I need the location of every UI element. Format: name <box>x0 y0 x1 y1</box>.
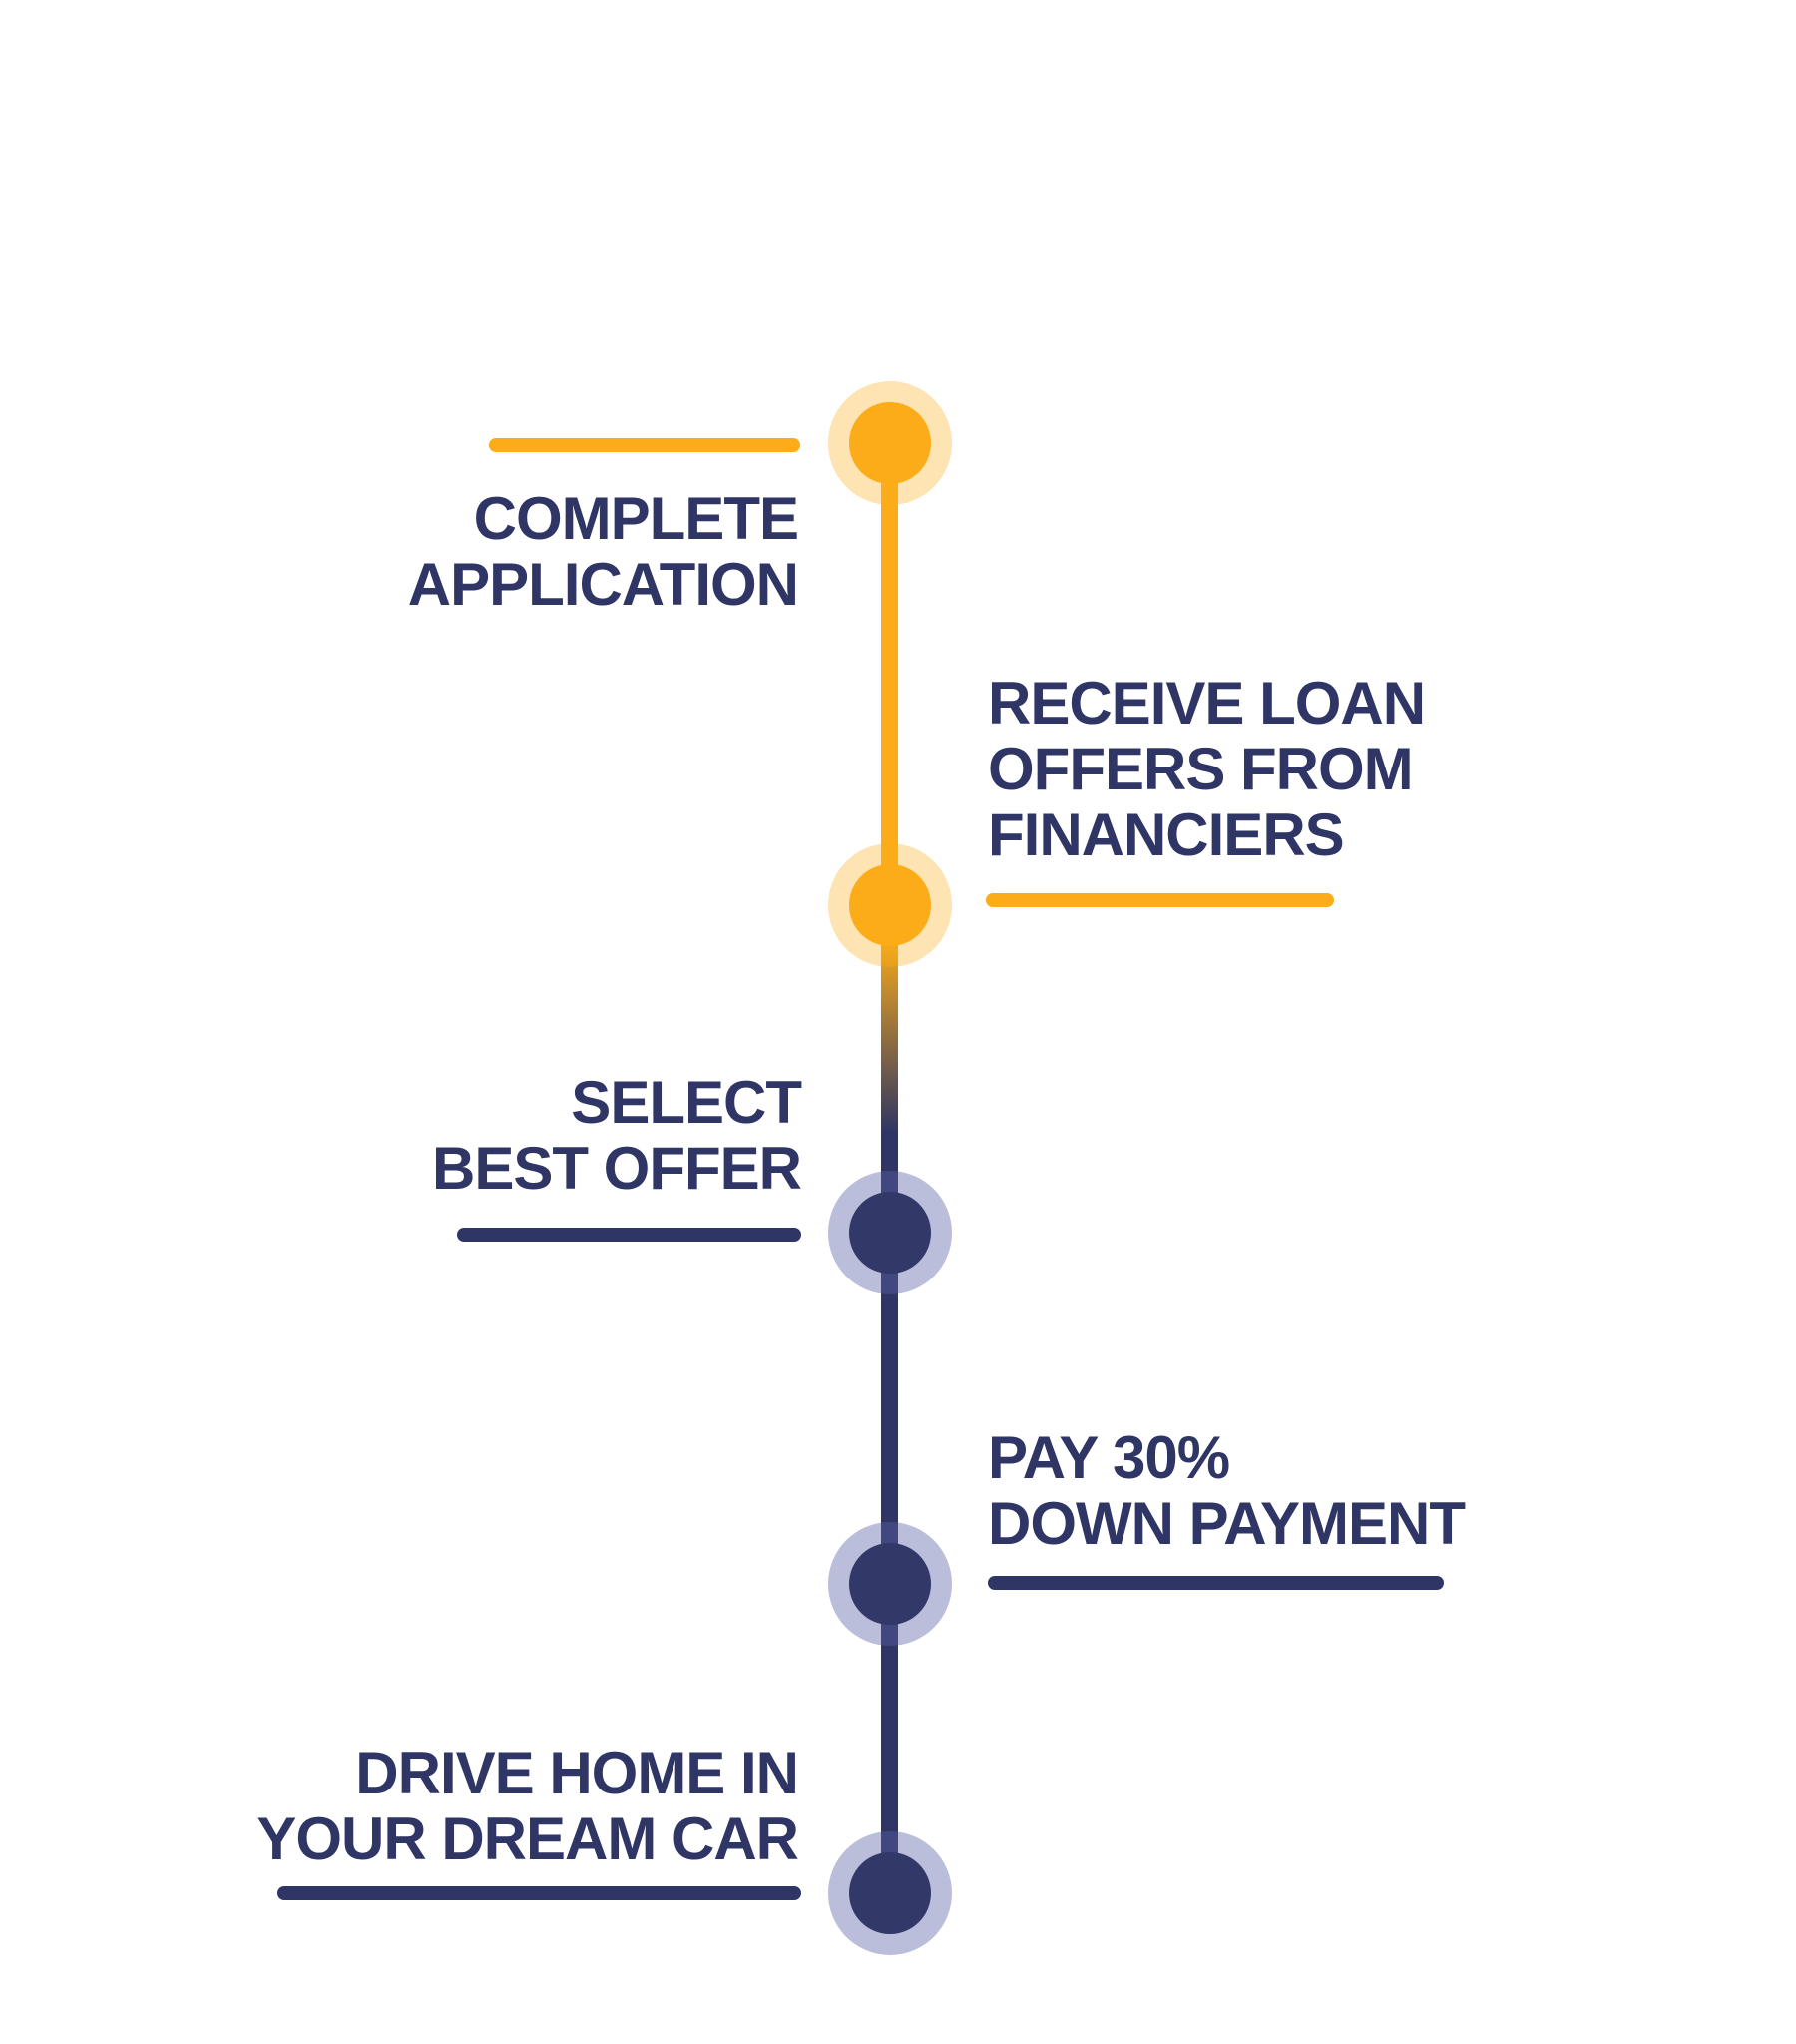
step-4-label: PAY 30% DOWN PAYMENT <box>988 1424 1466 1557</box>
step-3-label-line-1: SELECT <box>571 1069 802 1136</box>
step-2-label-line-2: OFFERS FROM <box>988 736 1414 802</box>
timeline-track <box>881 443 898 1893</box>
step-2-label-line-3: FINANCIERS <box>988 801 1345 868</box>
step-2-label-line-1: RECEIVE LOAN <box>988 670 1426 737</box>
step-2-underline <box>986 893 1334 907</box>
step-5-label-line-2: YOUR DREAM CAR <box>256 1805 799 1872</box>
step-2-dot <box>849 864 931 946</box>
step-4-label-line-1: PAY 30% <box>988 1424 1230 1491</box>
step-1-underline <box>489 438 800 452</box>
step-1-label-line-1: COMPLETE <box>473 485 799 552</box>
step-4-dot <box>849 1543 931 1625</box>
step-1-label: COMPLETE APPLICATION <box>407 485 799 618</box>
step-5-dot <box>849 1852 931 1934</box>
step-5-label-line-1: DRIVE HOME IN <box>355 1740 799 1806</box>
step-3-underline <box>457 1228 801 1242</box>
step-5-label: DRIVE HOME IN YOUR DREAM CAR <box>256 1740 799 1872</box>
step-1-dot <box>849 402 931 484</box>
step-4-underline <box>988 1576 1444 1590</box>
step-3-label-line-2: BEST OFFER <box>431 1135 802 1202</box>
step-3-label: SELECT BEST OFFER <box>431 1069 802 1202</box>
step-4-label-line-2: DOWN PAYMENT <box>988 1490 1466 1557</box>
step-3-dot <box>849 1192 931 1274</box>
step-2-label: RECEIVE LOAN OFFERS FROM FINANCIERS <box>988 670 1426 868</box>
step-5-underline <box>277 1886 801 1900</box>
step-1-label-line-2: APPLICATION <box>407 551 799 618</box>
